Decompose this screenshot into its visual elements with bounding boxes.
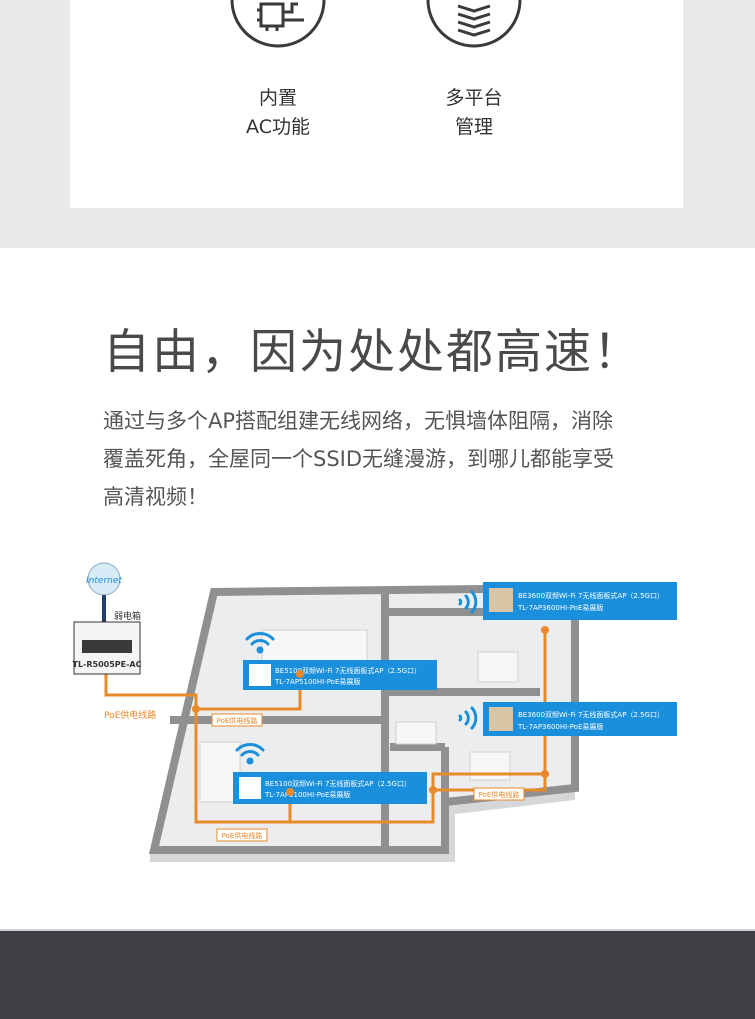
cabinet-label: 弱电箱 bbox=[114, 610, 141, 622]
feature-label-line1: 内置 bbox=[258, 87, 297, 109]
feature-multi-platform: 多平台 管理 bbox=[414, 0, 534, 142]
poe-tag bbox=[216, 828, 268, 842]
ap-model: TL-7AP3600HI-PoE易展版 bbox=[517, 603, 603, 612]
feature-card: 内置 AC功能 多平台 管理 bbox=[70, 0, 683, 208]
wifi-icon bbox=[235, 743, 265, 765]
ap-name: BE3600双频Wi-Fi 7无线面板式AP（2.5G口） bbox=[518, 591, 664, 600]
router-model: TL-R5005PE-AC bbox=[72, 660, 141, 669]
poe-tag-label: PoE供电线路 bbox=[222, 831, 263, 840]
wifi-icon bbox=[245, 632, 275, 654]
feature-label: 内置 AC功能 bbox=[218, 84, 338, 142]
ap-name: BE3600双频Wi-Fi 7无线面板式AP（2.5G口） bbox=[518, 710, 664, 719]
chip-icon bbox=[230, 0, 326, 48]
ap-callout: BE3600双频Wi-Fi 7无线面板式AP（2.5G口） TL-7AP3600… bbox=[483, 582, 677, 620]
ap-model: TL-7AP5100HI-PoE易展版 bbox=[264, 790, 350, 799]
poe-line-label: PoE供电线路 bbox=[104, 709, 156, 721]
ap-dots bbox=[192, 626, 549, 796]
ap-callout: BE3600双频Wi-Fi 7无线面板式AP（2.5G口） TL-7AP3600… bbox=[483, 702, 677, 736]
ap-model: TL-7AP3600HI-PoE易展版 bbox=[517, 722, 603, 731]
ap-callout: BE5100双频Wi-Fi 7无线面板式AP（2.5G口） TL-7AP5100… bbox=[233, 772, 427, 804]
ap-name: BE5100双频Wi-Fi 7无线面板式AP（2.5G口） bbox=[275, 666, 421, 675]
feature-label-line1: 多平台 bbox=[445, 87, 503, 109]
ap-name: BE5100双频Wi-Fi 7无线面板式AP（2.5G口） bbox=[265, 779, 411, 788]
feature-label-line2: AC功能 bbox=[246, 116, 310, 138]
router-device bbox=[82, 640, 132, 653]
poe-tag bbox=[211, 713, 263, 727]
divider bbox=[0, 929, 755, 931]
poe-tag-label: PoE供电线路 bbox=[217, 716, 258, 725]
wifi-icon bbox=[458, 706, 478, 730]
network-diagram: Internet 弱电箱 TL-R5005PE-AC PoE供电线路 PoE供电… bbox=[72, 562, 677, 862]
layers-icon bbox=[426, 0, 522, 48]
feature-label-line2: 管理 bbox=[454, 116, 493, 138]
headline: 自由，因为处处都高速！ bbox=[103, 325, 642, 380]
poe-tag-label: PoE供电线路 bbox=[479, 790, 520, 799]
feature-builtin-ac: 内置 AC功能 bbox=[218, 0, 338, 142]
floor-shadow bbox=[150, 790, 575, 862]
bottom-band bbox=[0, 931, 755, 1019]
ap-model: TL-7AP5100HI-PoE易展版 bbox=[274, 677, 360, 686]
poe-tag bbox=[473, 787, 525, 801]
wifi-icon bbox=[458, 590, 478, 614]
ap-callout: BE5100双频Wi-Fi 7无线面板式AP（2.5G口） TL-7AP5100… bbox=[243, 660, 437, 690]
description: 通过与多个AP搭配组建无线网络，无惧墙体阻隔，消除覆盖死角，全屋同一个SSID无… bbox=[103, 409, 615, 509]
internet-globe: Internet bbox=[86, 562, 122, 596]
feature-label: 多平台 管理 bbox=[414, 84, 534, 142]
internet-label: Internet bbox=[86, 576, 122, 586]
